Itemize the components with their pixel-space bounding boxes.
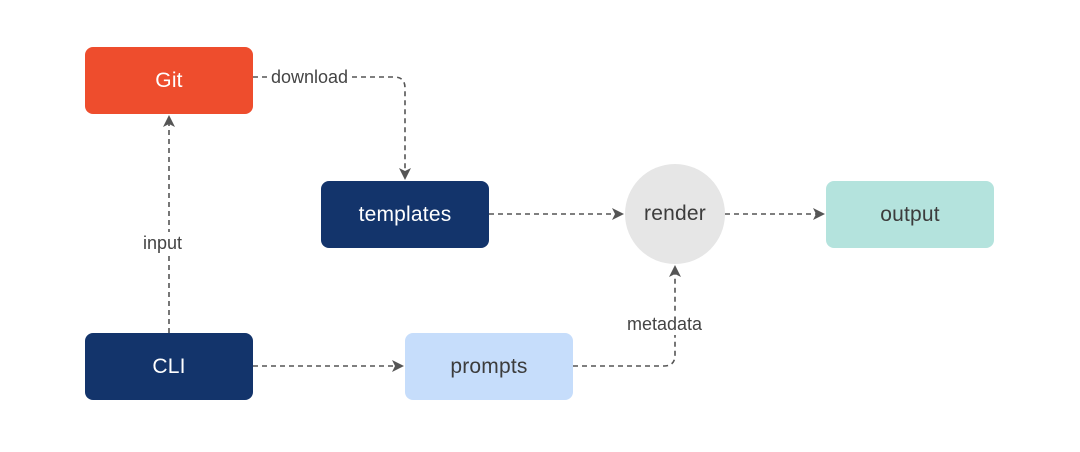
node-cli-label: CLI bbox=[152, 354, 186, 378]
node-templates: templates bbox=[321, 181, 489, 248]
node-output: output bbox=[826, 181, 994, 248]
node-git: Git bbox=[85, 47, 253, 114]
edge-label-metadata: metadata bbox=[624, 313, 706, 335]
node-cli: CLI bbox=[85, 333, 253, 400]
edge-git-to-templates bbox=[253, 76, 411, 180]
edge-label-input: input bbox=[140, 232, 186, 254]
node-render: render bbox=[625, 164, 725, 264]
edge-label-download: download bbox=[268, 66, 352, 88]
edge-prompts-to-render bbox=[573, 265, 681, 367]
node-output-label: output bbox=[880, 202, 940, 226]
node-git-label: Git bbox=[155, 68, 183, 92]
node-templates-label: templates bbox=[358, 202, 452, 226]
node-render-label: render bbox=[644, 202, 706, 225]
node-prompts-label: prompts bbox=[450, 354, 528, 378]
node-prompts: prompts bbox=[405, 333, 573, 400]
